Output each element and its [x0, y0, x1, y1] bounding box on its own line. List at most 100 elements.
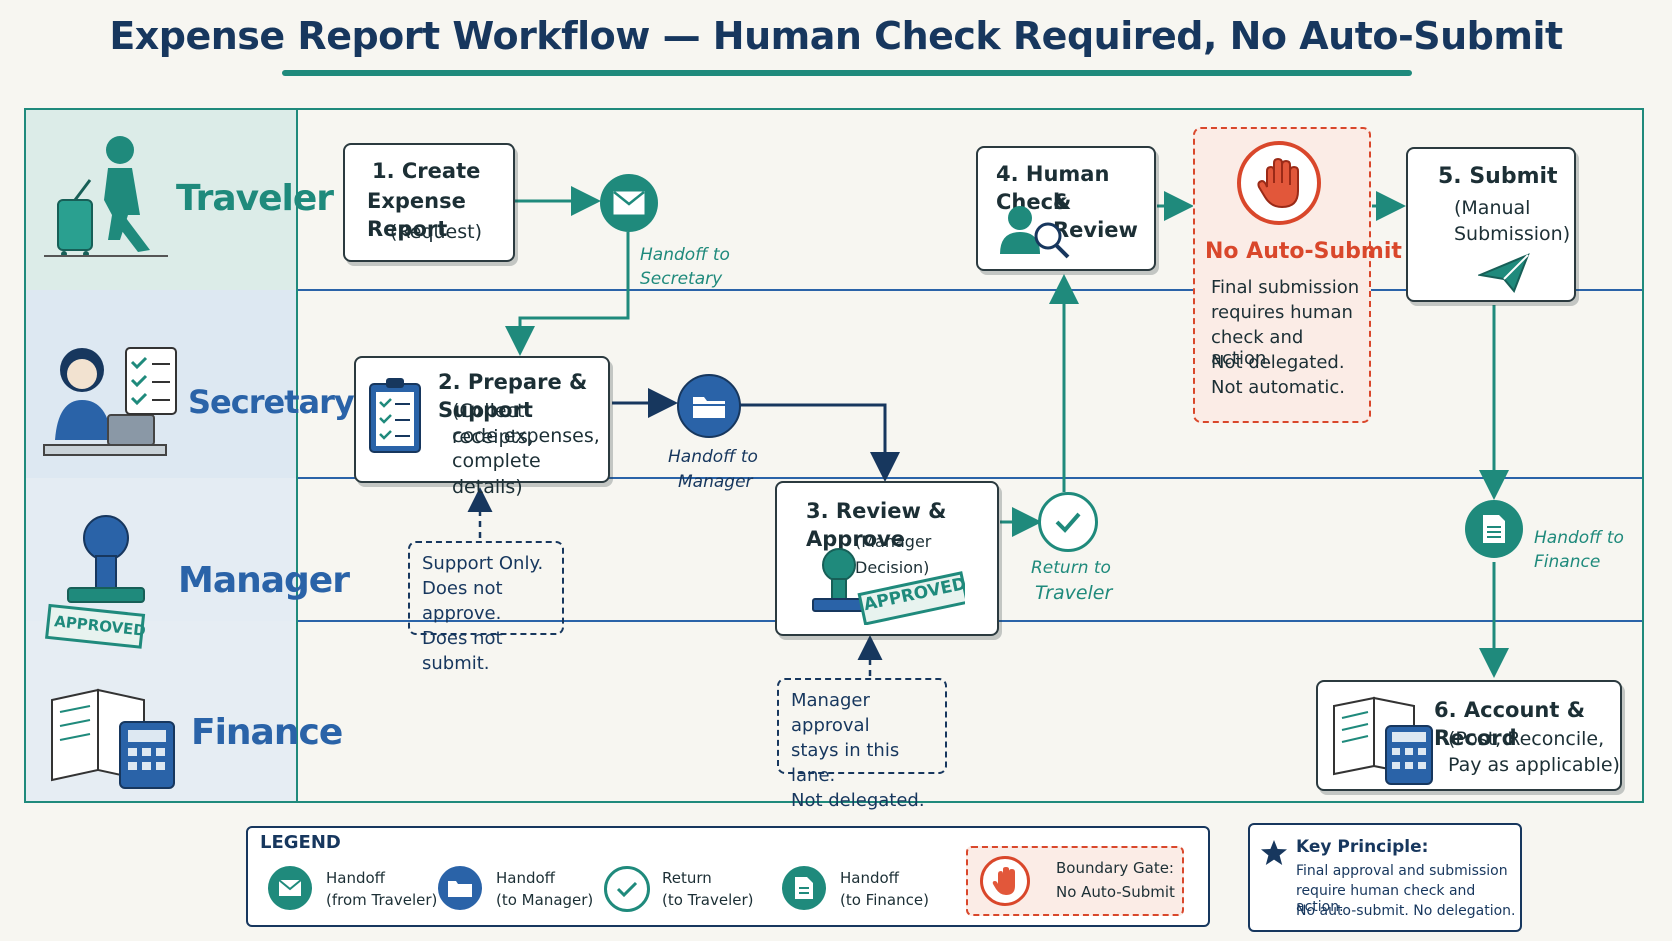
star-icon: [1261, 840, 1287, 865]
principle-line-3: No auto-submit. No delegation.: [1296, 903, 1516, 919]
support-note-line-2: Does not approve.: [422, 578, 503, 624]
step-account-box[interactable]: 6. Account & Record (Post, Reconcile, Pa…: [1316, 680, 1622, 791]
principle-line-2: require human check and action.: [1296, 883, 1476, 915]
return-traveler-label-2: Traveler: [1035, 582, 1113, 604]
legend-item5-line-1: Boundary Gate:: [1056, 859, 1174, 877]
legend: LEGEND Handoff (from Traveler) Handoff (…: [246, 826, 1210, 927]
support-only-note: Support Only. Does not approve. Does not…: [408, 541, 564, 674]
envelope-icon: [613, 191, 645, 215]
envelope-handoff-icon[interactable]: [600, 174, 658, 232]
legend-stop-hand-icon: [980, 856, 1030, 906]
gate-line-3: check and action.: [1211, 327, 1304, 369]
step-prepare-sub-1: (Collect receipts,: [452, 400, 534, 448]
support-note-line-3: Does not submit.: [422, 628, 503, 674]
legend-item1-line-1: Handoff: [326, 869, 386, 887]
legend-checkmark-icon: [604, 866, 650, 912]
step-create-sub: (Request): [390, 221, 483, 243]
principle-heading: Key Principle:: [1296, 837, 1429, 857]
step-create-title-2: Expense Report: [367, 189, 466, 241]
gate-line-2: requires human: [1211, 302, 1353, 323]
step-account-sub-1: (Post, Reconcile,: [1448, 728, 1605, 750]
step-prepare-box[interactable]: 2. Prepare & Support (Collect receipts, …: [354, 356, 610, 498]
legend-item1-line-2: (from Traveler): [326, 891, 438, 909]
step-submit-title: 5. Submit: [1438, 164, 1558, 189]
headset-worker-icon: [43, 347, 177, 456]
step-review-box[interactable]: 3. Review & Approve (Manager Decision) A…: [775, 481, 999, 636]
arrow-folder-to-review: [738, 403, 900, 482]
lane-label-traveler: Traveler: [176, 178, 334, 219]
folder-handoff-icon[interactable]: [677, 374, 741, 438]
step-create-box[interactable]: 1. Create Expense Report (Request): [343, 143, 515, 262]
legend-item3-line-2: (to Traveler): [662, 891, 754, 909]
title-underline: [282, 70, 1412, 76]
legend-item2-line-1: Handoff: [496, 869, 556, 887]
gate-line-4: Not delegated.: [1211, 352, 1345, 373]
return-traveler-label-1: Return to: [1031, 558, 1111, 578]
handoff-finance-label-2: Finance: [1534, 552, 1601, 572]
folder-icon: [693, 397, 725, 418]
paper-plane-icon: [1478, 253, 1530, 293]
legend-item4-line-1: Handoff: [840, 869, 900, 887]
clipboard-icon: [369, 378, 421, 453]
handoff-finance-label-1: Handoff to: [1534, 528, 1624, 548]
walking-traveler-icon: [44, 136, 168, 257]
checkmark-icon: [1055, 512, 1081, 533]
page-title: Expense Report Workflow — Human Check Re…: [109, 14, 1563, 58]
step-prepare-sub-2: code expenses,: [452, 425, 600, 447]
gate-line-1: Final submission: [1211, 277, 1360, 298]
step-review-title: 3. Review & Approve: [806, 499, 947, 551]
step-account-title: 6. Account & Record: [1434, 698, 1586, 750]
step-review-sub: (Manager Decision): [855, 532, 932, 577]
lane-line-2: [298, 477, 1642, 479]
step-submit-box[interactable]: 5. Submit (Manual Submission): [1406, 147, 1576, 302]
legend-heading: LEGEND: [260, 832, 341, 853]
handoff-secretary-label-1: Handoff to: [640, 245, 730, 265]
document-icon: [1483, 515, 1505, 543]
step-submit-sub-2: Submission): [1454, 223, 1571, 245]
support-note-line-1: Support Only.: [422, 553, 544, 574]
ledger-calculator-icon: [51, 688, 175, 789]
magnifier-person-icon: [1000, 206, 1070, 259]
handoff-manager-label-1: Handoff to: [668, 447, 758, 467]
step-create-title-1: 1. Create: [372, 159, 481, 183]
lane-line-1: [298, 289, 1642, 291]
legend-item3-line-1: Return: [662, 869, 712, 887]
manager-note-line-2: stays in this lane.: [791, 740, 900, 786]
key-principle-box: Key Principle: Final approval and submis…: [1248, 823, 1522, 932]
manager-note-line-3: Not delegated.: [791, 790, 925, 811]
manager-approval-note: Manager approval stays in this lane. Not…: [777, 678, 947, 811]
arrow-envelope-to-prepare: [505, 232, 630, 356]
rubber-stamp-icon: [45, 515, 146, 649]
document-handoff-icon[interactable]: [1465, 500, 1523, 558]
legend-envelope-icon: [268, 866, 312, 910]
stop-hand-icon: [1237, 141, 1321, 225]
gate-line-5: Not automatic.: [1211, 377, 1346, 398]
handoff-secretary-label-2: Secretary: [640, 269, 723, 289]
lane-label-secretary: Secretary: [188, 383, 355, 421]
step-submit-sub-1: (Manual: [1454, 197, 1531, 219]
step-prepare-title: 2. Prepare & Support: [438, 370, 588, 422]
return-handoff-icon[interactable]: [1038, 492, 1098, 552]
legend-item4-line-2: (to Finance): [840, 891, 929, 909]
handoff-manager-label-2: Manager: [678, 472, 753, 492]
lane-label-manager: Manager: [178, 560, 350, 601]
step-human-check-box[interactable]: 4. Human Check & Review: [976, 146, 1156, 271]
legend-folder-icon: [438, 866, 482, 910]
lane-label-finance: Finance: [191, 712, 343, 753]
step-human-check-title-2: & Review: [1053, 190, 1138, 242]
step-human-check-title-1: 4. Human Check: [996, 162, 1110, 214]
step-prepare-sub-3: complete details): [452, 450, 541, 498]
legend-item2-line-2: (to Manager): [496, 891, 594, 909]
step-account-sub-2: Pay as applicable): [1448, 754, 1620, 776]
legend-item5-line-2: No Auto-Submit: [1056, 883, 1175, 901]
approval-stamp-icon: [812, 548, 965, 625]
no-auto-submit-gate: No Auto-Submit Final submission requires…: [1193, 127, 1402, 423]
legend-gate-item: Boundary Gate: No Auto-Submit: [966, 846, 1184, 916]
manager-note-line-1: Manager approval: [791, 690, 870, 736]
gate-title: No Auto-Submit: [1205, 239, 1402, 264]
ledger-calculator-icon: [1333, 696, 1433, 785]
workflow-frame: [24, 108, 1644, 803]
legend-document-icon: [782, 866, 826, 910]
